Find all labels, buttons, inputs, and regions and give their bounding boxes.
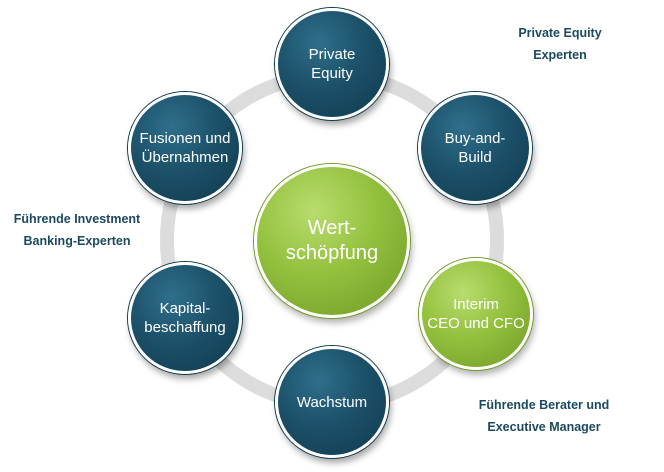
caption-left-line2: Banking-Experten <box>23 234 131 248</box>
node-wachstum: Wachstum <box>275 346 389 458</box>
node-fusionen-uebernahmen: Fusionen und Übernahmen <box>128 92 242 204</box>
caption-bottom-right-line1: Führende Berater und <box>478 398 610 412</box>
node-private-equity: Private Equity <box>275 8 389 120</box>
node-buy-and-build: Buy-and- Build <box>418 92 532 204</box>
center-node-wertschoepfung: Wert- schöpfung <box>254 164 410 318</box>
node-buy-and-build-label: Buy-and- Build <box>444 130 506 166</box>
caption-berater-executive-manager: Führende Berater und Executive Manager <box>464 394 624 438</box>
caption-bottom-right-line2: Executive Manager <box>487 420 601 434</box>
node-interim-ceo-cfo: Interim CEO und CFO <box>419 258 533 370</box>
node-kapitalbeschaffung: Kapital- beschaffung <box>128 262 242 374</box>
node-fusionen-label: Fusionen und Übernahmen <box>139 130 231 166</box>
caption-investment-banking-experten: Führende Investment Banking-Experten <box>2 208 152 252</box>
node-kapitalbeschaffung-label: Kapital- beschaffung <box>144 300 226 336</box>
node-private-equity-label: Private Equity <box>308 46 356 82</box>
node-wachstum-label: Wachstum <box>296 393 368 411</box>
node-interim-label: Interim CEO und CFO <box>427 296 525 332</box>
caption-private-equity-experten: Private Equity Experten <box>500 22 620 66</box>
caption-top-right-line2: Experten <box>533 48 587 62</box>
caption-left-line1: Führende Investment <box>13 212 141 226</box>
caption-top-right-line1: Private Equity <box>518 26 602 40</box>
center-node-label: Wert- schöpfung <box>285 217 379 264</box>
